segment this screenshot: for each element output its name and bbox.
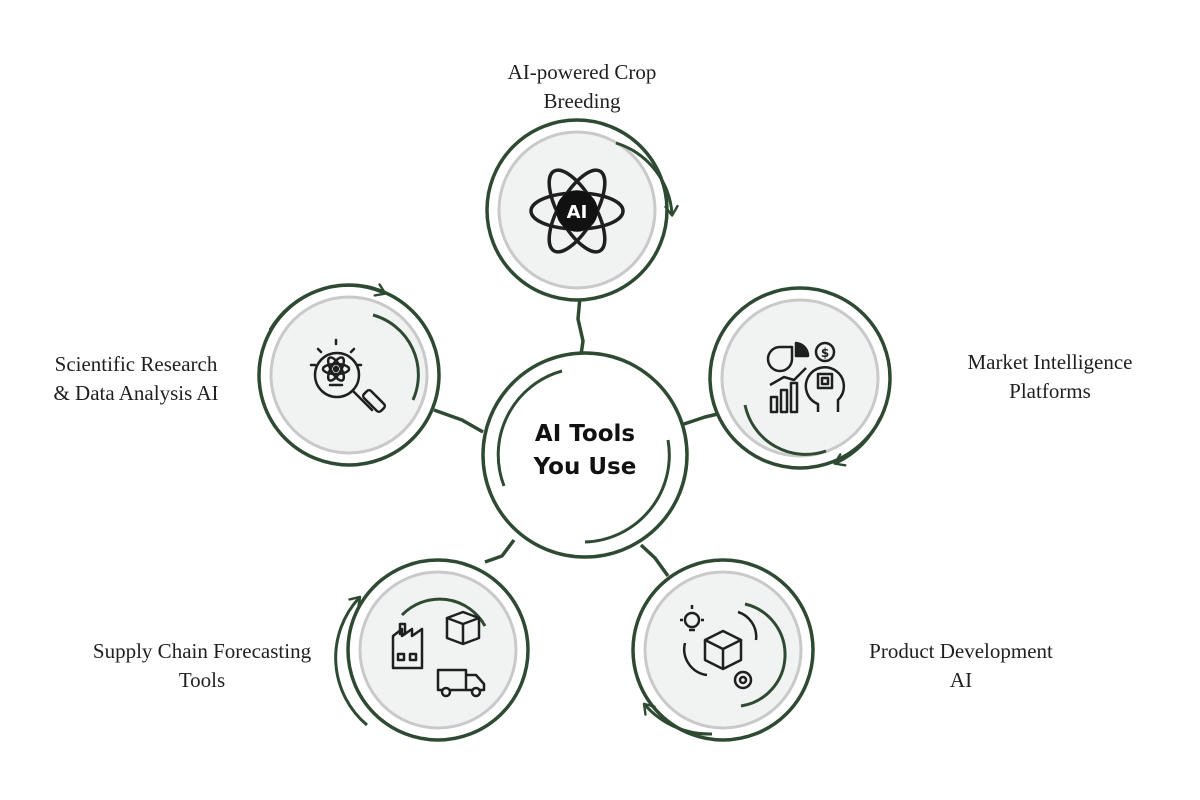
center-hub <box>481 351 689 559</box>
cycle-arrow-supply-chain <box>334 595 368 727</box>
label-scientific-research: Scientific Research & Data Analysis AI <box>16 350 256 408</box>
connector-product-development <box>639 543 670 578</box>
inner-arc-supply <box>400 597 487 627</box>
cycle-arrow-product-development <box>642 702 713 736</box>
label-crop-breeding-line1: AI-powered Crop <box>507 60 657 84</box>
label-market-intelligence-line2: Platforms <box>1009 379 1091 403</box>
label-product-development-line1: Product Development <box>869 639 1053 663</box>
label-supply-chain-line1: Supply Chain Forecasting <box>92 639 312 663</box>
label-supply-chain: Supply Chain Forecasting Tools <box>57 637 347 695</box>
atom-ai-icon <box>529 168 625 254</box>
research-magnifier-icon <box>309 338 387 414</box>
supply-chain-icon <box>391 610 486 698</box>
label-market-intelligence-line1: Market Intelligence <box>967 350 1133 374</box>
center-inner-arc-right <box>584 439 671 544</box>
connector-lines <box>433 296 723 578</box>
label-crop-breeding-line2: Breeding <box>543 89 621 113</box>
node-market-intelligence: $ <box>708 286 892 470</box>
product-development-icon <box>680 605 758 690</box>
node-product-development <box>631 558 815 742</box>
label-scientific-research-line2: & Data Analysis AI <box>53 381 219 405</box>
connector-scientific-research <box>433 408 484 434</box>
label-scientific-research-line1: Scientific Research <box>54 352 218 376</box>
label-product-development: Product Development AI <box>826 637 1096 695</box>
label-market-intelligence: Market Intelligence Platforms <box>925 348 1175 406</box>
cycle-arrow-scientific-research <box>268 283 387 331</box>
center-title: AI Tools You Use <box>480 418 690 484</box>
connector-supply-chain <box>484 538 516 564</box>
center-inner-arc-left <box>496 369 563 487</box>
inner-arc-market <box>743 404 827 456</box>
cycle-arrow-crop-breeding <box>615 141 679 217</box>
center-outer-ring <box>481 351 689 559</box>
node-supply-chain <box>334 558 530 742</box>
cycle-arrow-market-intelligence <box>833 417 882 467</box>
inner-arc-research <box>372 313 420 401</box>
node-crop-breeding: AI <box>485 118 679 302</box>
label-supply-chain-line2: Tools <box>178 668 226 692</box>
ai-icon-text: AI <box>567 202 588 223</box>
dollar-sign-icon: $ <box>821 346 829 360</box>
node-inner-circle <box>269 295 429 455</box>
node-inner-circle <box>358 570 518 730</box>
center-title-line1: AI Tools <box>534 421 636 447</box>
center-title-line2: You Use <box>533 454 637 480</box>
node-scientific-research <box>257 283 441 467</box>
label-crop-breeding: AI-powered Crop Breeding <box>432 58 732 116</box>
inner-arc-product <box>740 602 787 708</box>
label-product-development-line2: AI <box>949 668 973 692</box>
node-inner-circle <box>720 298 880 458</box>
market-analytics-icon <box>766 341 846 414</box>
